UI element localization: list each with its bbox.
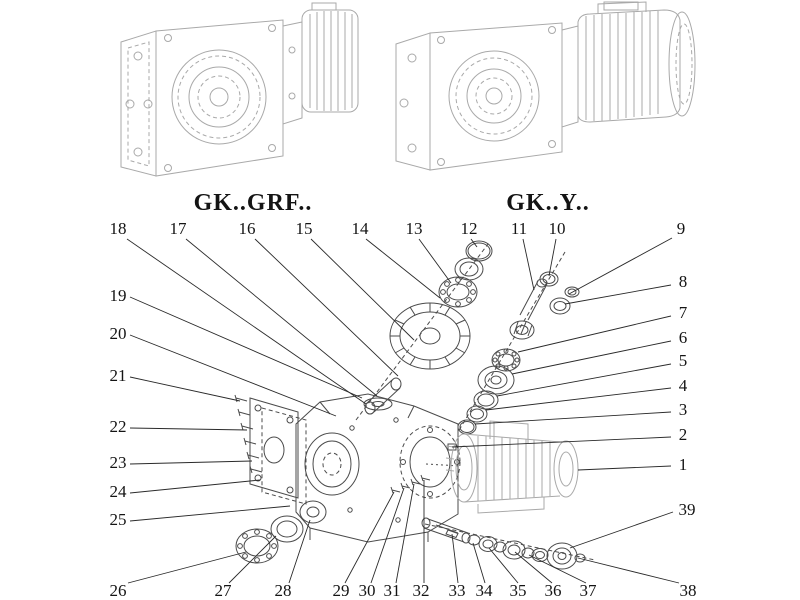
leader-line-1 [577, 465, 672, 471]
leader-line-8 [564, 284, 672, 305]
callout-28: 28 [275, 581, 292, 600]
callout-39: 39 [679, 500, 696, 519]
motor-flange-bolts [390, 474, 431, 494]
leader-line-19 [129, 296, 363, 399]
callout-12: 12 [461, 219, 478, 238]
callout-31: 31 [384, 581, 401, 600]
leader-line-30 [370, 487, 405, 584]
gearbox-y-drawing [395, 1, 696, 171]
leader-line-10 [548, 238, 557, 277]
leader-line-12 [470, 238, 478, 248]
callout-17: 17 [170, 219, 188, 238]
leader-line-25 [129, 505, 291, 522]
leader-line-22 [129, 427, 248, 431]
callout-33: 33 [449, 581, 466, 600]
leader-line-33 [451, 533, 459, 584]
callout-36: 36 [545, 581, 562, 600]
callout-18: 18 [110, 219, 127, 238]
callout-13: 13 [406, 219, 423, 238]
leader-line-35 [488, 547, 519, 584]
leader-line-27 [228, 535, 277, 584]
variant-label-grf: GK..GRF.. [193, 190, 313, 216]
leader-line-13 [418, 238, 452, 284]
motor-drawing [445, 420, 579, 514]
callout-1: 1 [679, 455, 688, 474]
leader-line-34 [472, 542, 486, 584]
callout-15: 15 [296, 219, 313, 238]
callout-5: 5 [679, 351, 688, 370]
callout-10: 10 [549, 219, 566, 238]
callout-3: 3 [679, 400, 688, 419]
callout-23: 23 [110, 453, 127, 472]
leader-line-11 [522, 238, 535, 291]
output-shaft-assembly [421, 517, 596, 570]
leader-line-7 [517, 315, 672, 353]
callout-29: 29 [333, 581, 350, 600]
callout-21: 21 [110, 366, 127, 385]
callout-37: 37 [580, 581, 598, 600]
callout-9: 9 [677, 219, 686, 238]
leader-line-2 [451, 436, 672, 448]
cover-plate-and-gasket [249, 397, 307, 505]
callout-14: 14 [352, 219, 370, 238]
leader-line-16 [254, 238, 399, 377]
leader-line-18 [126, 238, 367, 405]
leader-line-15 [310, 238, 415, 341]
callout-22: 22 [110, 417, 127, 436]
callout-8: 8 [679, 272, 688, 291]
leader-line-38 [577, 557, 680, 584]
callout-35: 35 [510, 581, 527, 600]
callout-2: 2 [679, 425, 688, 444]
callout-32: 32 [413, 581, 430, 600]
callout-6: 6 [679, 328, 688, 347]
leader-line-29 [344, 491, 395, 584]
callout-38: 38 [680, 581, 697, 600]
flange-screws [234, 394, 263, 474]
callout-7: 7 [679, 303, 688, 322]
callout-16: 16 [239, 219, 256, 238]
leader-line-26 [127, 551, 247, 584]
input-pinion-stack [457, 251, 580, 435]
leader-line-17 [185, 238, 378, 397]
callout-25: 25 [110, 510, 127, 529]
leader-line-5 [496, 363, 672, 397]
gearbox-grf-drawing [120, 2, 359, 177]
leader-line-14 [365, 238, 441, 299]
gear-housing-drawing [295, 393, 461, 543]
leader-line-21 [129, 376, 241, 402]
leader-line-23 [129, 460, 253, 465]
leader-line-20 [129, 334, 337, 417]
leader-line-4 [485, 387, 672, 411]
callout-30: 30 [359, 581, 376, 600]
variant-label-y: GK..Y.. [506, 190, 590, 216]
callout-20: 20 [110, 324, 127, 343]
leader-line-31 [395, 483, 415, 584]
leader-line-24 [129, 479, 261, 494]
callout-34: 34 [476, 581, 494, 600]
callout-4: 4 [679, 376, 688, 395]
leader-line-36 [514, 551, 553, 584]
leader-line-37 [528, 554, 587, 584]
leader-line-9 [568, 237, 673, 295]
callout-11: 11 [511, 219, 527, 238]
output-bearing-seal-cover [235, 500, 327, 564]
leader-line-6 [511, 340, 672, 375]
leader-line-39 [569, 511, 674, 549]
callout-19: 19 [110, 286, 127, 305]
callout-26: 26 [110, 581, 127, 600]
leader-line-28 [288, 519, 311, 584]
callout-24: 24 [110, 482, 128, 501]
intermediate-gear-stack [355, 240, 493, 421]
callout-27: 27 [215, 581, 233, 600]
leader-line-3 [474, 411, 672, 425]
